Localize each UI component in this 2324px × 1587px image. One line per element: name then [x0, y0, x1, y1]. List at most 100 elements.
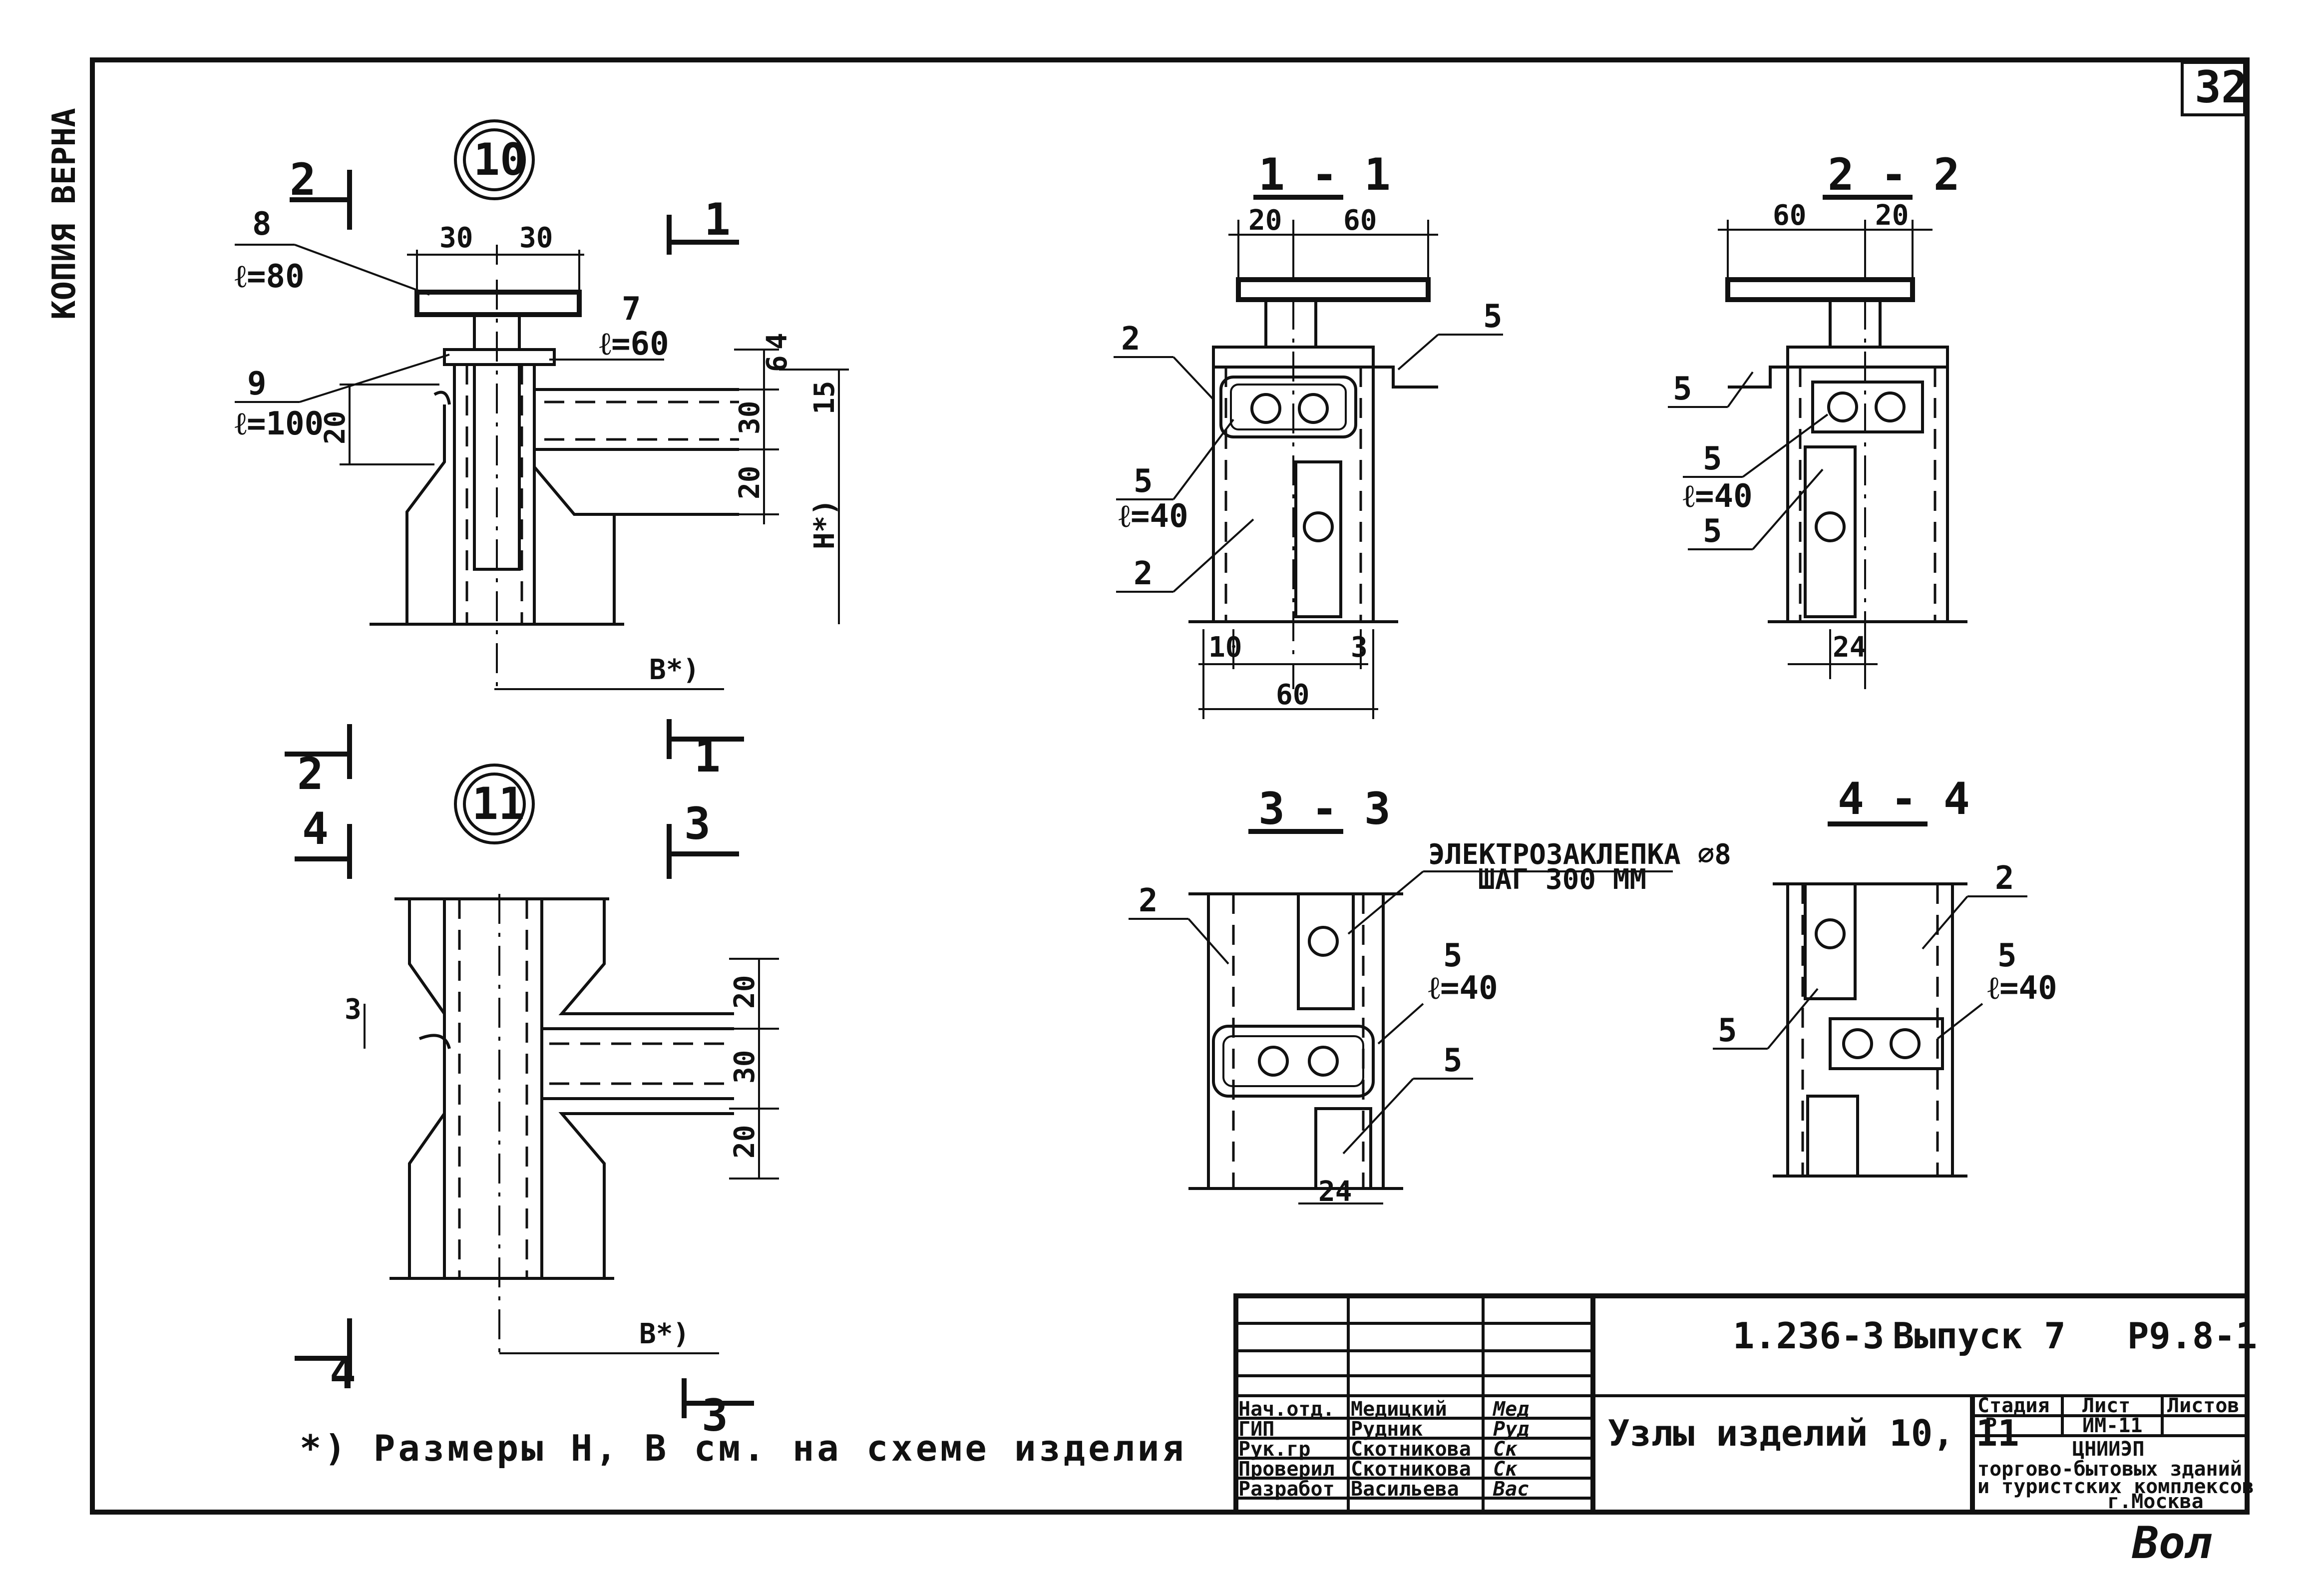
tb-role-0: Нач.отд. — [1238, 1398, 1335, 1421]
node-10: 10 30 30 6 — [235, 119, 849, 799]
node-10-number: 10 — [473, 134, 526, 185]
sec-1-1-title: 1 - 1 — [1258, 149, 1391, 200]
sec-4-4-label-5-a: 5 — [1997, 937, 2017, 974]
tb-sheets-header: Листов — [2167, 1394, 2240, 1417]
sec-4-4-label-5-b: 5 — [1718, 1012, 1737, 1049]
tb-sign-2: Ск — [1493, 1438, 1518, 1461]
section-4-4: 4 - 4 2 5 ℓ=40 5 — [1713, 773, 2057, 1178]
sec-3-3-label-l40: ℓ=40 — [1428, 970, 1498, 1007]
sec-2-2-dim-60: 60 — [1773, 199, 1806, 232]
footnote: *) Размеры H, B см. на схеме изделия — [300, 1427, 1187, 1469]
sec-4-4-title: 4 - 4 — [1838, 773, 1970, 824]
sec-2-2-dim-20: 20 — [1875, 199, 1909, 232]
tb-doc-code: 1.236-3 — [1733, 1315, 1884, 1357]
sec-4-4-rivet-a — [1815, 918, 1846, 949]
title-block: 1.236-3 Выпуск 7 Р9.8-1 Узлы изделий 10,… — [1233, 1293, 2257, 1515]
tb-sheet-ref: ИМ-11 — [2082, 1414, 2142, 1437]
node-10-top-plate — [414, 290, 582, 317]
tb-stage-header: Стадия — [1977, 1394, 2050, 1417]
sec-1-1-label-2-bot: 2 — [1134, 555, 1153, 592]
sec-1-1-rivet-a — [1250, 393, 1281, 424]
node-10-dim-b: B*) — [649, 654, 700, 686]
tb-role-4: Разработ — [1238, 1478, 1335, 1501]
node-10-dim-30b: 30 — [519, 222, 553, 254]
sec-2-2-rivet-c — [1815, 511, 1846, 542]
tb-org-3: и туристских комплексов — [1977, 1475, 2254, 1498]
node-10-circle-inner — [463, 128, 526, 191]
sec-2-2-rivet-b — [1875, 392, 1906, 422]
sec-2-2-dim-24: 24 — [1833, 631, 1866, 664]
sec-4-4-rivet-b — [1842, 1028, 1873, 1059]
node-11-mark-4-top: 4 — [302, 803, 329, 854]
tb-sign-0: Мед — [1492, 1398, 1529, 1421]
section-3-3: 3 - 3 ЭЛЕКТРОЗАКЛЕПКА ⌀8 ШАГ 300 ММ 2 5 … — [1129, 783, 1731, 1208]
node-10-dim-30a: 30 — [439, 222, 473, 254]
node-10-mark-2-top: 2 — [290, 154, 316, 205]
node-11-dim-20b: 20 — [729, 1125, 761, 1159]
sec-2-2-cap — [1786, 346, 1949, 369]
node-11-mark-3-bot: 3 — [702, 1390, 728, 1441]
sec-1-1-dim-60-bot: 60 — [1276, 679, 1309, 711]
sec-2-2-label-5-left: 5 — [1673, 371, 1692, 407]
sec-4-4-angle-bot — [1806, 1095, 1859, 1178]
tb-org-4: г.Москва — [2107, 1490, 2204, 1513]
sheet-frame — [90, 57, 2250, 1515]
sec-2-2-title: 2 - 2 — [1828, 149, 1960, 200]
node-11-dim-30: 30 — [729, 1050, 761, 1084]
sec-4-4-label-l40: ℓ=40 — [1987, 970, 2057, 1007]
tb-org-1: ЦНИИЭП — [2072, 1438, 2145, 1461]
sec-2-2-label-5-mid: 5 — [1703, 440, 1722, 477]
sec-4-4-angle-top — [1804, 882, 1857, 1000]
sec-2-2-clip — [1811, 381, 1924, 433]
tb-sign-3: Ск — [1493, 1458, 1518, 1481]
tb-sheet-header: Лист — [2082, 1394, 2130, 1417]
node-10-dim-20-left: 20 — [319, 411, 352, 444]
tb-name-1: Рудник — [1351, 1418, 1423, 1441]
leader-8-len: ℓ=80 — [235, 258, 305, 295]
sec-1-1-label-2-top: 2 — [1121, 321, 1141, 358]
node-10-dim-30: 30 — [734, 401, 766, 434]
tb-role-3: Проверил — [1238, 1458, 1335, 1481]
sec-3-3-rivet-b — [1258, 1046, 1289, 1077]
node-11-dim-3: 3 — [345, 993, 362, 1026]
tb-issue: Выпуск 7 — [1893, 1315, 2066, 1357]
tb-name-2: Скотникова — [1351, 1438, 1471, 1461]
node-10-dim-15: 15 — [808, 381, 841, 414]
tb-name-0: Медицкий — [1351, 1398, 1447, 1421]
sec-1-1-rivet-b — [1298, 393, 1329, 424]
sec-4-4-clip — [1829, 1017, 1944, 1070]
sec-4-4-label-2: 2 — [1995, 860, 2014, 897]
sec-1-1-label-l40: ℓ=40 — [1119, 498, 1188, 535]
node-10-circle-outer — [454, 119, 535, 200]
leader-9-len: ℓ=100 — [235, 405, 324, 442]
sheet-number-box — [2181, 61, 2246, 116]
tb-title: Узлы изделий 10, 11 — [1608, 1412, 2019, 1454]
signature: Вол — [2132, 1517, 2212, 1569]
sec-3-3-rivet-a — [1308, 926, 1339, 957]
sec-3-3-label-5-a: 5 — [1443, 937, 1463, 974]
tb-sign-4: Вас — [1493, 1478, 1529, 1501]
sec-3-3-rivet-c — [1308, 1046, 1339, 1077]
sec-2-2-label-5-bot: 5 — [1703, 513, 1722, 550]
sec-1-1-top-plate — [1236, 277, 1431, 302]
section-2-2: 2 - 2 60 20 5 5 ℓ=40 5 24 — [1668, 149, 1967, 689]
node-11-circle-outer — [454, 764, 535, 844]
sec-2-2-top-plate — [1725, 277, 1915, 302]
node-10-dim-20: 20 — [734, 466, 766, 499]
node-11-dim-b: B*) — [639, 1318, 690, 1350]
sec-1-1-rivet-c — [1303, 511, 1334, 542]
sec-3-3-rivet-note-2: ШАГ 300 ММ — [1478, 863, 1646, 896]
sec-3-3-dim-24: 24 — [1318, 1176, 1352, 1208]
sec-1-1-dim-20: 20 — [1248, 204, 1282, 237]
node-11-number: 11 — [472, 778, 525, 829]
node-10-dim-h: H*) — [808, 499, 841, 549]
leader-8-pos: 8 — [252, 206, 272, 243]
node-11-mark-3-top: 3 — [684, 798, 711, 849]
tb-org-2: торгово-бытовых зданий — [1977, 1458, 2242, 1481]
sec-3-3-label-5-b: 5 — [1443, 1042, 1463, 1079]
sec-3-3-label-2: 2 — [1139, 882, 1158, 919]
tb-sign-1: Руд — [1493, 1418, 1529, 1441]
node-10-mark-1-top: 1 — [704, 194, 731, 245]
sheet-number: 32 — [2195, 61, 2248, 113]
